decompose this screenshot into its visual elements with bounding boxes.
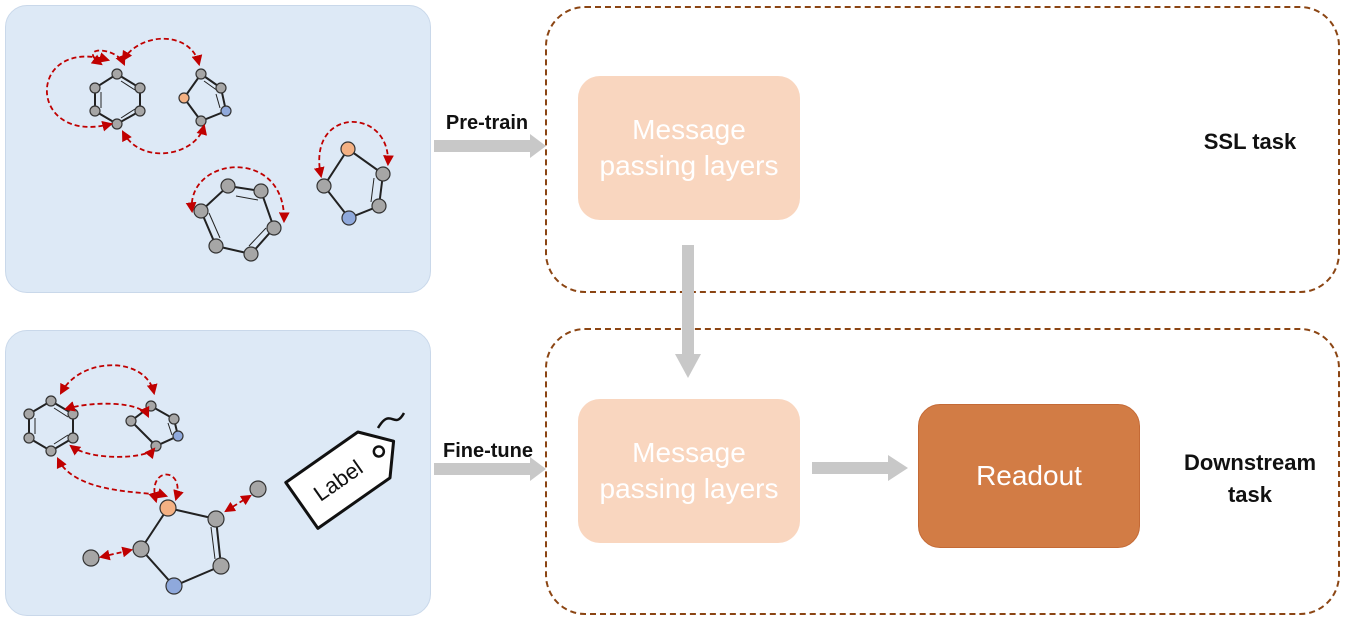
finetune-layer-label-line2: passing layers — [599, 473, 779, 504]
finetune-dashed-region — [545, 328, 1340, 615]
finetune-molecule-panel: Label — [5, 330, 431, 616]
readout-arrow-head — [888, 455, 908, 481]
pretrain-arrow-label: Pre-train — [445, 112, 529, 134]
pretrain-layer-label-line1: Message — [632, 114, 746, 145]
downstream-task-label: Downstream task — [1160, 447, 1340, 511]
label-tag-icon: Label — [284, 430, 396, 530]
pretrain-arrow-shaft — [434, 140, 532, 152]
transfer-arrow-shaft — [682, 245, 694, 355]
finetune-molecules-graphic: Label — [23, 364, 406, 595]
pretrain-arrow-head — [530, 134, 546, 158]
downstream-task-line2: task — [1227, 482, 1273, 507]
transfer-arrow-head — [675, 354, 701, 378]
readout-arrow-shaft — [812, 462, 890, 474]
finetune-arrow-shaft — [434, 463, 532, 475]
pretrain-molecules-graphic — [46, 37, 394, 262]
ssl-task-label: SSL task — [1203, 129, 1297, 154]
readout-label: Readout — [976, 460, 1082, 491]
downstream-task-line1: Downstream — [1183, 450, 1317, 475]
pretrain-dashed-region — [545, 6, 1340, 293]
finetune-layer-label-line1: Message — [632, 437, 746, 468]
pretrain-molecule-panel — [5, 5, 431, 293]
finetune-arrow-head — [530, 457, 546, 481]
pretrain-layer-label-line2: passing layers — [599, 150, 779, 181]
pretrain-message-passing-block: Message passing layers — [578, 76, 800, 220]
readout-block: Readout — [918, 404, 1140, 548]
finetune-message-passing-block: Message passing layers — [578, 399, 800, 543]
finetune-arrow-label: Fine-tune — [443, 440, 533, 462]
